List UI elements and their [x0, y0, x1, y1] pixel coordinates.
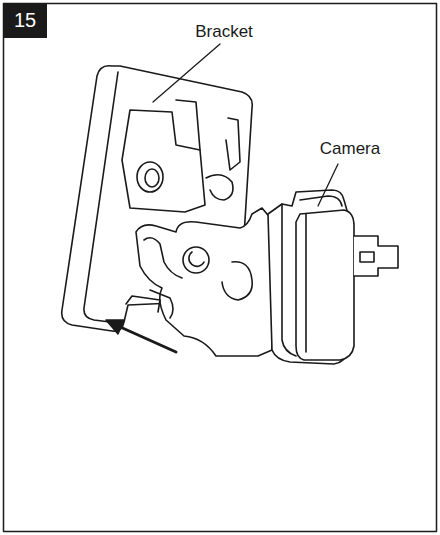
bracket-notch	[206, 175, 233, 200]
part-label: Bracket	[195, 22, 253, 42]
camera-front-face	[296, 210, 354, 360]
screw-hole	[137, 162, 163, 192]
camera-hood	[282, 196, 342, 356]
part-label: Camera	[320, 139, 380, 159]
pivot-arm-cutout	[222, 262, 252, 300]
step-number: 15	[14, 9, 36, 32]
screw-hole-inner	[145, 169, 159, 187]
pivot-screw	[183, 247, 209, 273]
leader-line	[153, 44, 220, 102]
pivot-arm	[136, 208, 272, 356]
arrow-head	[106, 320, 124, 334]
camera-connector	[354, 236, 398, 276]
connector-pin	[360, 252, 374, 262]
step-badge: 15	[3, 3, 47, 38]
frame	[4, 4, 437, 532]
bracket-tab	[176, 100, 240, 170]
direction-arrow	[118, 326, 176, 352]
bracket-plate-edge	[84, 72, 118, 322]
pivot-arm-slot	[144, 238, 182, 318]
pivot-screw-slot	[189, 252, 204, 266]
bracket-bottom-clip	[126, 296, 160, 312]
leader-line	[318, 164, 338, 206]
